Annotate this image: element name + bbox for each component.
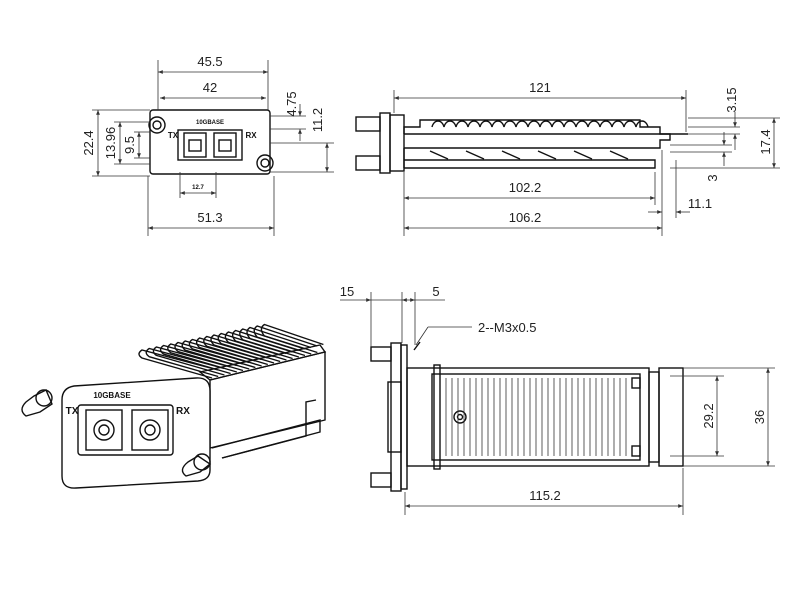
dim-12-7: 12.7 [192,185,204,191]
iso-brand-label: 10GBASE [93,391,131,400]
dim-17-4: 17.4 [758,129,773,154]
dim-121: 121 [529,80,551,95]
isometric-view: 10GBASE TX RX [21,323,327,489]
dim-22-4: 22.4 [81,130,96,155]
dim-115-2: 115.2 [529,488,561,503]
dim-9-5: 9.5 [122,136,137,154]
dim-36: 36 [752,410,767,424]
front-brand-label: 10GBASE [196,120,224,126]
dim-29-2: 29.2 [701,403,716,428]
front-rx-label: RX [245,131,257,140]
dim-102-2: 102.2 [509,180,542,195]
iso-heatsink-fins [138,323,324,379]
dim-13-96: 13.96 [103,127,118,160]
dim-42: 42 [203,80,217,95]
side-view-body [355,112,688,174]
dim-11-2: 11.2 [310,108,325,132]
front-view-body [148,109,274,175]
side-view: 121 102.2 106.2 11.1 3.15 17.4 3 [355,80,780,236]
side-heatsink-coil [431,120,649,128]
top-heatsink-fins [445,378,627,456]
dim-3-15: 3.15 [724,87,739,112]
iso-tx-label: TX [66,406,79,417]
iso-body [21,344,327,489]
dim-15: 15 [340,284,354,299]
front-dimension-lines [92,60,334,236]
dim-106-2: 106.2 [509,210,542,225]
dim-4-75: 4.75 [284,91,299,116]
iso-rx-label: RX [176,406,190,417]
top-view: 15 5 2--M3x0.5 29.2 36 115.2 [340,284,775,515]
dim-3: 3 [705,174,720,181]
side-fin-hatches [429,150,629,160]
top-view-body [370,341,684,492]
side-dimension-lines [393,90,780,236]
dim-5: 5 [432,284,439,299]
dim-51-3: 51.3 [197,210,222,225]
front-tx-label: TX [168,131,179,140]
front-view: 10GBASE TX RX [81,54,334,236]
dim-45-5: 45.5 [197,54,222,69]
thread-callout: 2--M3x0.5 [478,320,537,335]
dim-11-1: 11.1 [688,196,712,211]
top-dimension-lines [340,292,775,515]
